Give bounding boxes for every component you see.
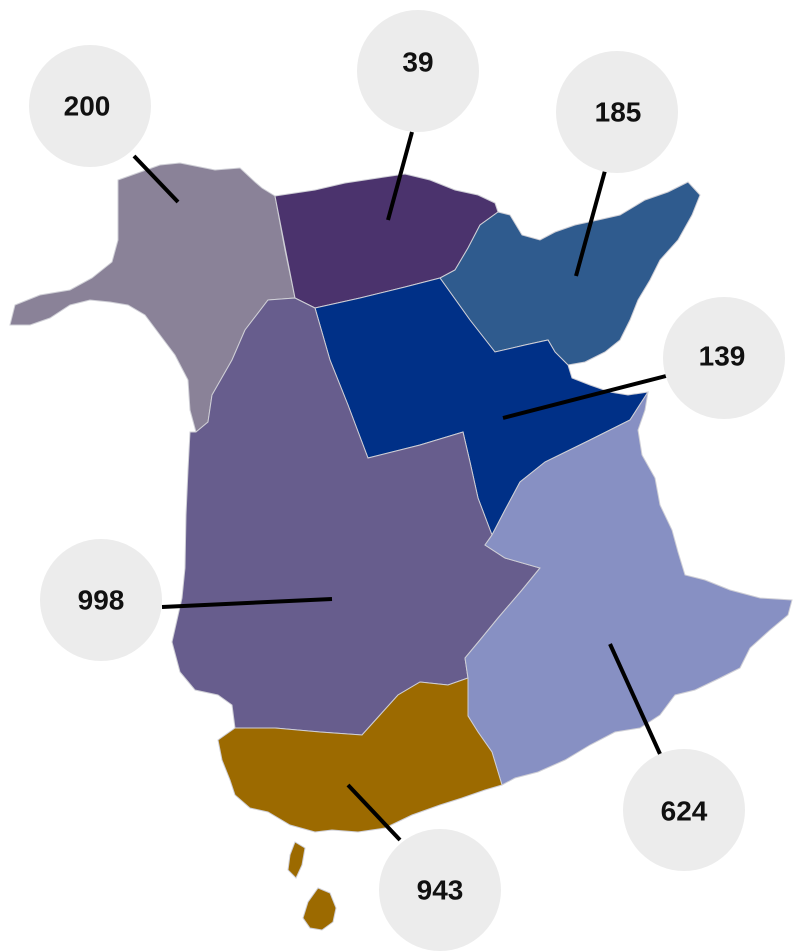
region-south[interactable] [217,677,503,833]
leader-line-south [346,783,402,842]
region-east[interactable] [464,391,793,786]
leader-line-west [161,597,333,609]
value-label-north: 39 [402,47,433,78]
value-label-east: 624 [661,796,708,827]
region-south-island [302,887,337,931]
leader-line-east [608,643,662,755]
region-south-island-small [287,841,306,879]
region-northwest[interactable] [9,162,296,433]
value-bubble-central[interactable]: 139 [663,297,785,419]
value-bubbles: 200 39 185 139 998 624 943 [29,10,785,951]
value-bubble-south[interactable]: 943 [379,829,501,951]
value-bubble-northwest[interactable]: 200 [29,45,151,167]
value-label-south: 943 [417,875,464,906]
map-regions [9,162,793,931]
value-label-central: 139 [699,341,746,372]
leader-line-northwest [132,154,180,204]
value-label-northwest: 200 [64,91,111,122]
value-bubble-northeast[interactable]: 185 [556,51,678,173]
leader-line-northeast [574,166,608,277]
value-bubble-east[interactable]: 624 [623,749,745,871]
value-label-northeast: 185 [595,97,642,128]
leader-lines [132,131,667,842]
value-bubble-north[interactable]: 39 [357,10,479,132]
value-label-west: 998 [78,585,125,616]
value-bubble-west[interactable]: 998 [40,539,162,661]
leader-line-north [386,131,414,221]
leader-line-central [502,374,667,420]
